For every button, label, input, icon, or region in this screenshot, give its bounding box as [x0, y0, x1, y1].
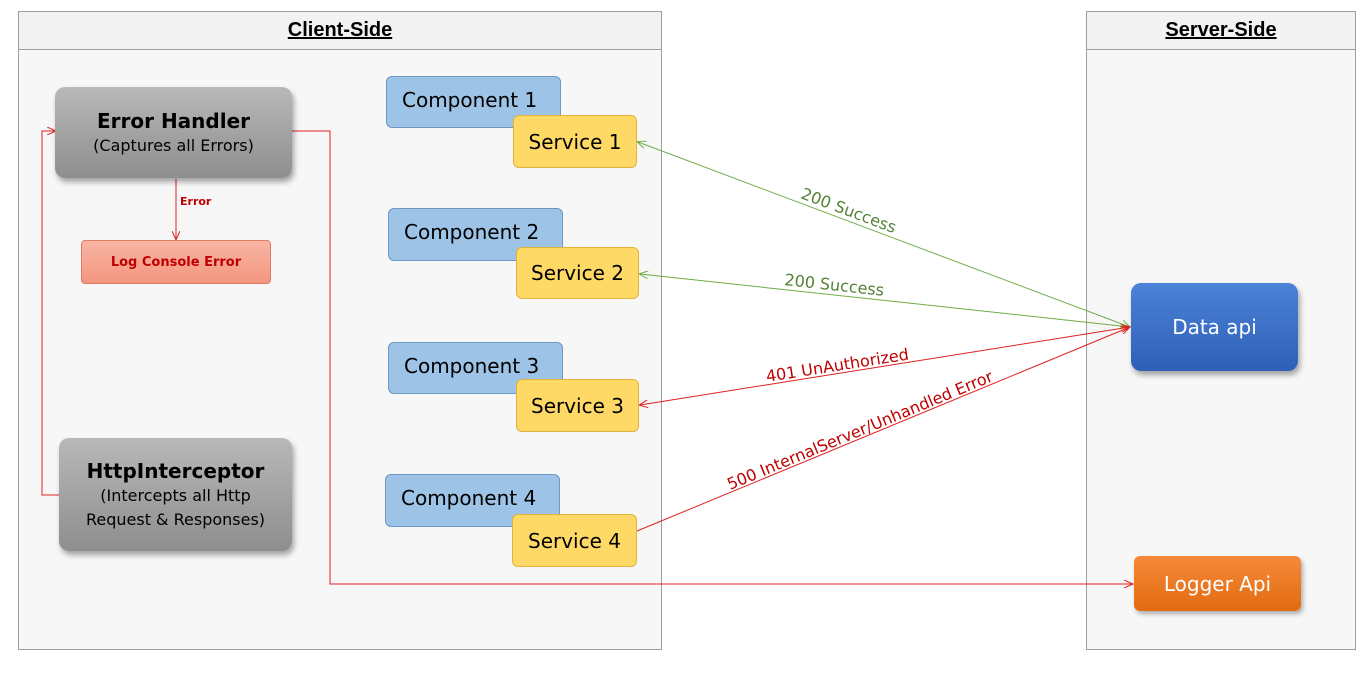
log-console-error-label: Log Console Error — [110, 254, 242, 270]
http-interceptor-title: HttpInterceptor — [86, 458, 265, 483]
data-api-node: Data api — [1131, 283, 1298, 371]
service-2-node: Service 2 — [516, 247, 639, 299]
service4-edge-label: 500 InternalServer/Unhandled Error — [724, 367, 996, 494]
component-2-label: Component 2 — [404, 220, 540, 244]
error-handler-subtitle: (Captures all Errors) — [93, 135, 254, 155]
http-interceptor-subtitle-line1: (Intercepts all Http — [100, 485, 251, 505]
component-1-label: Component 1 — [402, 88, 538, 112]
service-2-label: Service 2 — [531, 261, 624, 285]
component-3-label: Component 3 — [404, 354, 540, 378]
interceptor-to-handler-arrow — [41, 131, 60, 496]
service-1-node: Service 1 — [513, 115, 637, 168]
handler-to-logger-arrow — [292, 130, 1133, 584]
http-interceptor-subtitle-line2: Request & Responses) — [85, 509, 266, 529]
service-3-node: Service 3 — [516, 379, 639, 432]
error-edge-label: Error — [180, 195, 212, 208]
log-console-error-node: Log Console Error — [81, 240, 271, 284]
service-1-label: Service 1 — [528, 129, 622, 154]
service-3-label: Service 3 — [531, 393, 624, 418]
error-handler-title: Error Handler — [96, 108, 251, 133]
http-interceptor-node: HttpInterceptor (Intercepts all Http Req… — [59, 438, 292, 551]
server-side-title: Server-Side — [1087, 12, 1355, 50]
service1-edge-label: 200 Success — [799, 184, 899, 237]
service-4-label: Service 4 — [528, 528, 621, 553]
logger-api-node: Logger Api — [1134, 556, 1301, 611]
service2-data-edge — [640, 274, 1131, 328]
logger-api-label: Logger Api — [1163, 571, 1272, 596]
component-4-label: Component 4 — [401, 486, 537, 510]
data-api-label: Data api — [1172, 315, 1257, 339]
service3-data-edge — [640, 327, 1130, 405]
service4-data-edge — [636, 327, 1130, 532]
client-side-title: Client-Side — [19, 12, 661, 50]
service1-data-edge — [638, 142, 1130, 327]
service-4-node: Service 4 — [512, 514, 637, 567]
service3-edge-label: 401 UnAuthorized — [765, 345, 910, 386]
error-handler-node: Error Handler (Captures all Errors) — [55, 87, 292, 178]
